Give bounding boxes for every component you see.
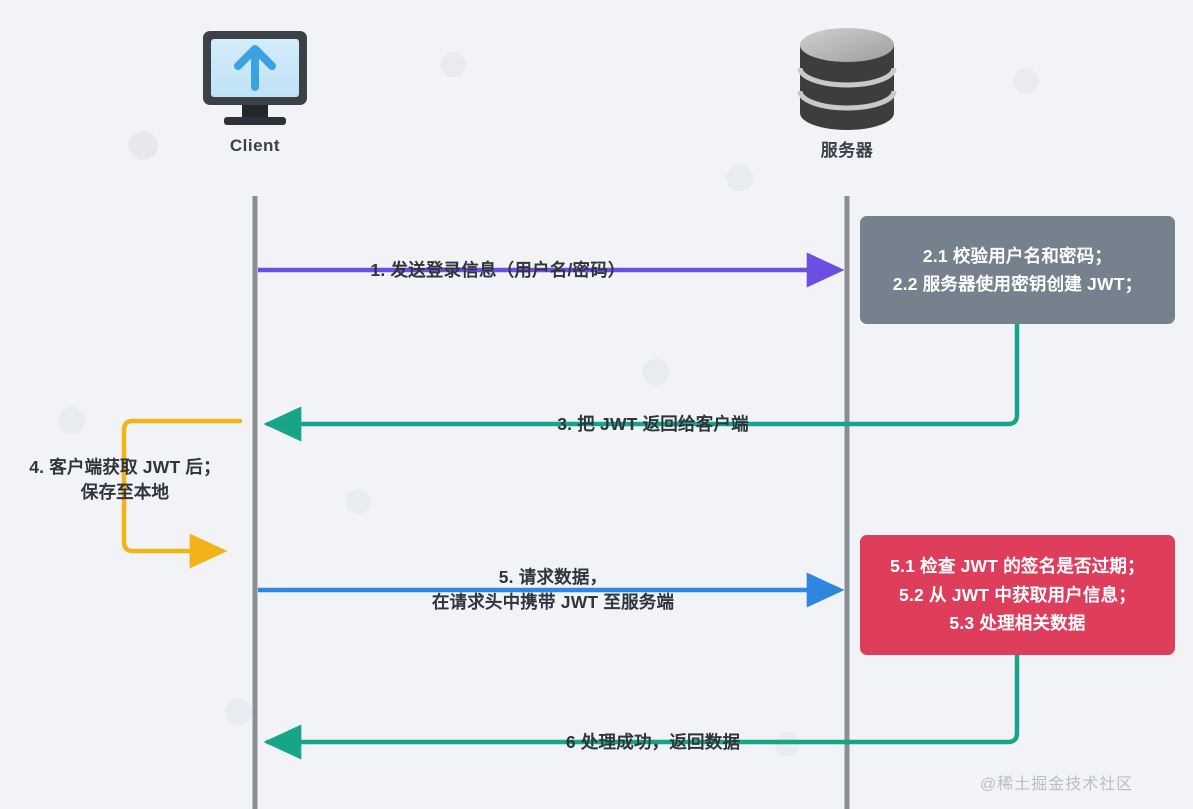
message-4-line-1: 4. 客户端获取 JWT 后； bbox=[29, 457, 221, 477]
message-1-line-1: 1. 发送登录信息（用户名/密码） bbox=[370, 260, 626, 280]
connector-note5-to-message-6 bbox=[263, 652, 1020, 760]
arrow-message-4-self-loop bbox=[121, 418, 243, 569]
message-3-line-1: 3. 把 JWT 返回给客户端 bbox=[557, 414, 749, 434]
note-server-verify-credentials: 2.1 校验用户名和密码； 2.2 服务器使用密钥创建 JWT； bbox=[860, 216, 1175, 324]
note-5-line-3: 5.3 处理相关数据 bbox=[949, 613, 1086, 634]
database-cylinder-icon bbox=[797, 28, 897, 130]
message-3-label: 3. 把 JWT 返回给客户端 bbox=[523, 412, 783, 437]
source-watermark: @稀土掘金技术社区 bbox=[980, 776, 1134, 793]
message-1-label: 1. 发送登录信息（用户名/密码） bbox=[348, 258, 648, 283]
message-4-label: 4. 客户端获取 JWT 后； 保存至本地 bbox=[0, 455, 250, 506]
connector-note2-to-message-3 bbox=[263, 322, 1020, 442]
note-5-line-2: 5.2 从 JWT 中获取用户信息； bbox=[899, 584, 1136, 605]
message-6-label: 6 处理成功，返回数据 bbox=[523, 730, 783, 755]
monitor-upload-icon bbox=[203, 31, 307, 125]
message-4-line-2: 保存至本地 bbox=[80, 482, 170, 503]
actor-client-label: Client bbox=[229, 136, 281, 155]
message-5-line-1: 5. 请求数据， bbox=[498, 567, 608, 587]
message-5-line-2: 在请求头中携带 JWT 至服务端 bbox=[431, 592, 675, 613]
note-2-line-1: 2.1 校验用户名和密码； bbox=[922, 245, 1113, 266]
note-server-validate-jwt: 5.1 检查 JWT 的签名是否过期； 5.2 从 JWT 中获取用户信息； 5… bbox=[860, 535, 1175, 655]
message-6-line-1: 6 处理成功，返回数据 bbox=[565, 732, 741, 752]
actor-client: Client bbox=[155, 128, 355, 156]
actor-server: 服务器 bbox=[747, 128, 947, 161]
message-5-label: 5. 请求数据， 在请求头中携带 JWT 至服务端 bbox=[403, 565, 703, 616]
actor-server-label: 服务器 bbox=[820, 141, 874, 160]
note-5-line-1: 5.1 检查 JWT 的签名是否过期； bbox=[890, 556, 1145, 577]
note-2-line-2: 2.2 服务器使用密钥创建 JWT； bbox=[892, 274, 1143, 294]
